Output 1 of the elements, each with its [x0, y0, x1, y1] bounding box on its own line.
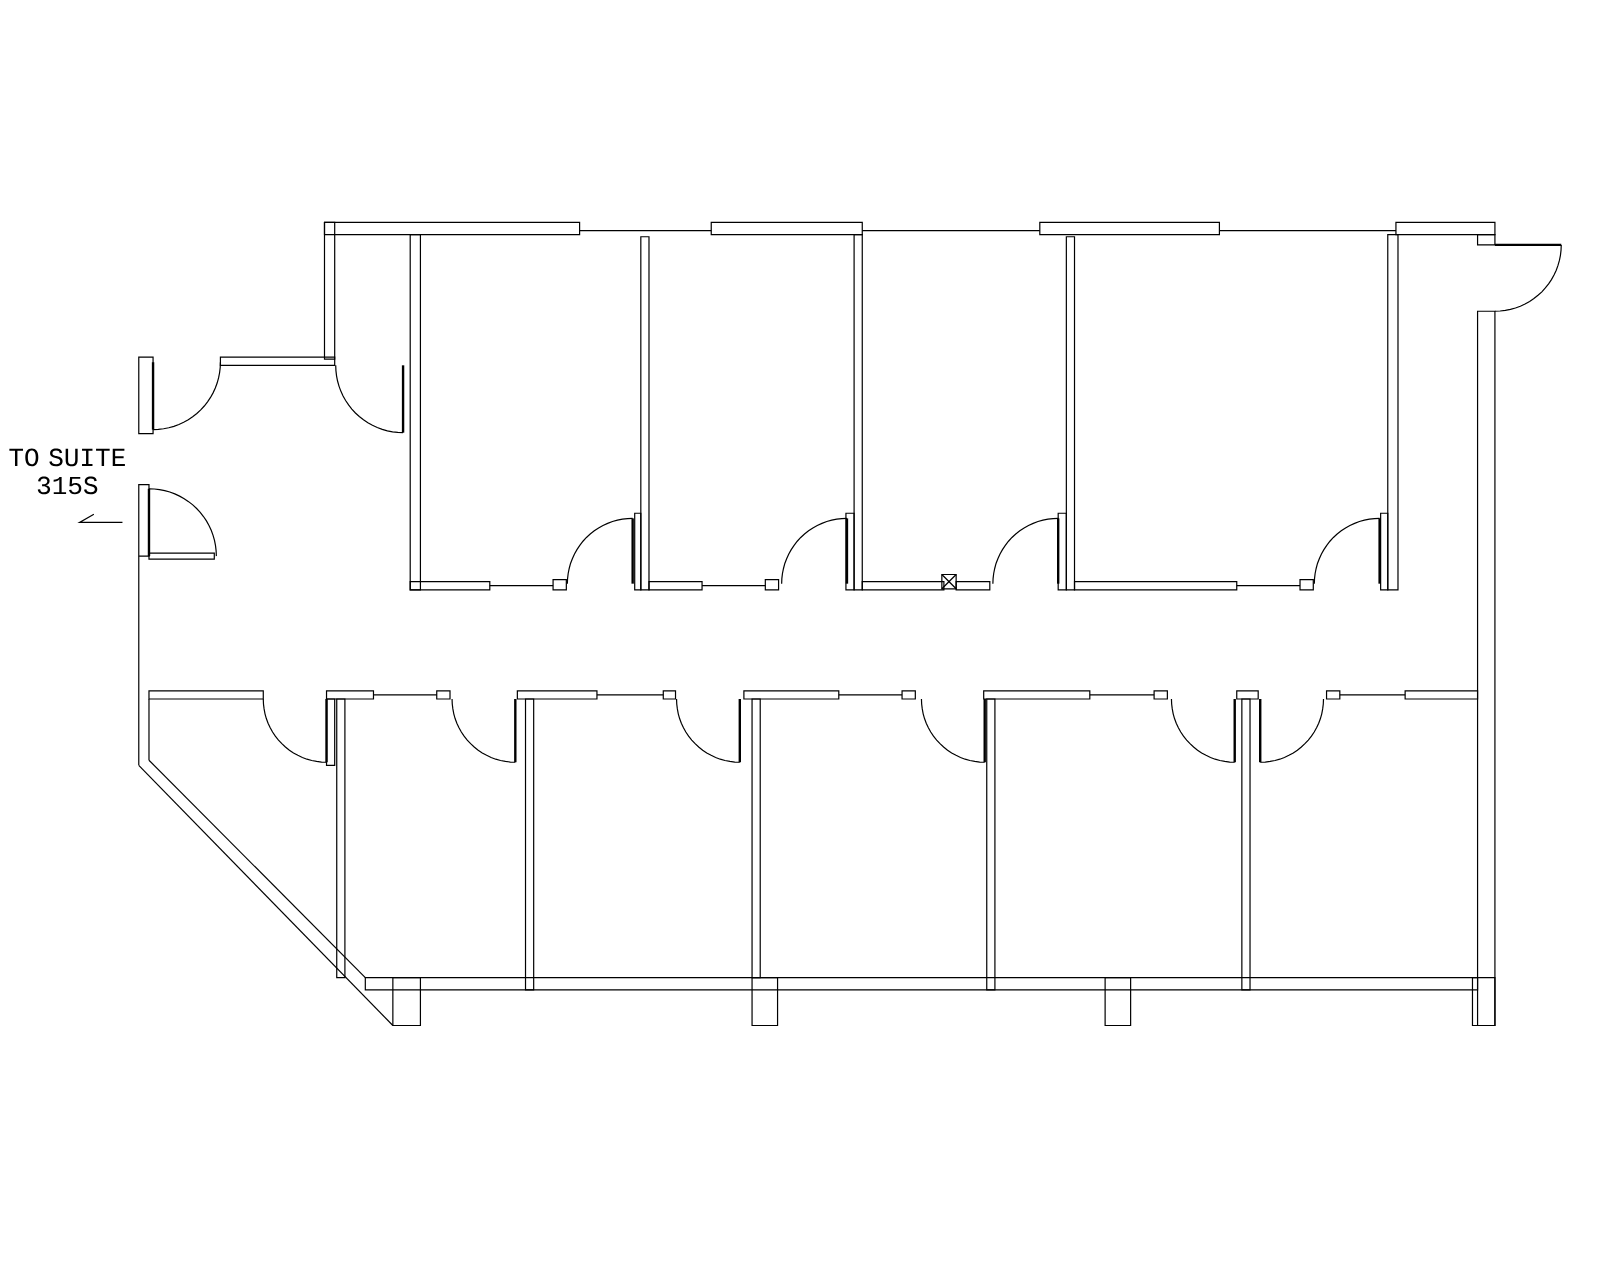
note-label: TO SUITE 315S [9, 448, 125, 495]
